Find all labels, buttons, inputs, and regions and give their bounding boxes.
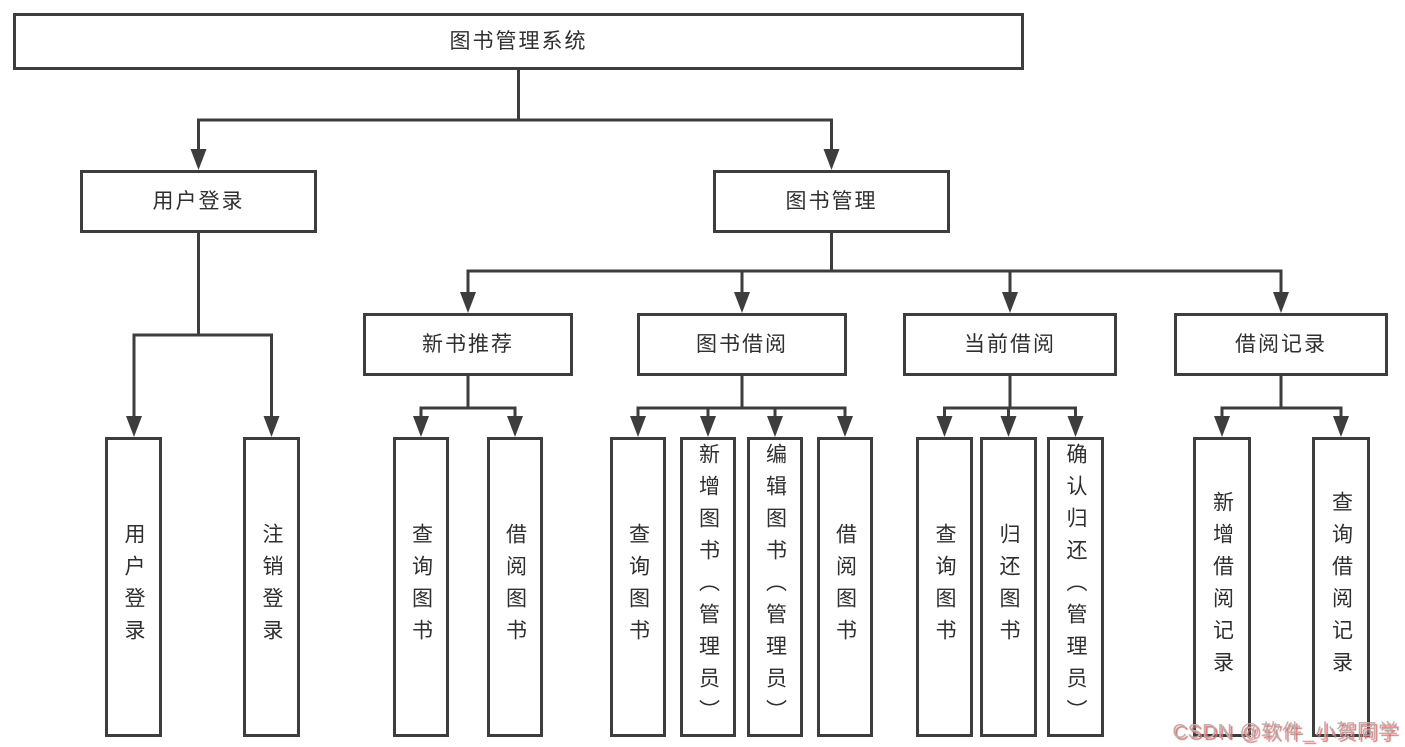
node-new-book-recommend: 新书推荐 <box>363 313 573 376</box>
leaf-borrow-query-book: 查询图书 <box>610 437 666 737</box>
node-book-borrowing: 图书借阅 <box>637 313 847 376</box>
leaf-current-confirm-return-admin: 确认归还（管理员） <box>1047 437 1104 737</box>
node-library-system: 图书管理系统 <box>13 13 1024 70</box>
node-user-login: 用户登录 <box>80 170 317 233</box>
leaf-newrec-borrow-book: 借阅图书 <box>487 437 543 737</box>
leaf-record-add-record: 新增借阅记录 <box>1193 437 1251 737</box>
leaf-newrec-query-book: 查询图书 <box>393 437 449 737</box>
leaf-record-query-record: 查询借阅记录 <box>1312 437 1370 737</box>
leaf-borrow-add-book-admin: 新增图书（管理员） <box>680 437 736 737</box>
leaf-user-login: 用户登录 <box>105 437 162 737</box>
leaf-borrow-edit-book-admin: 编辑图书（管理员） <box>747 437 803 737</box>
leaf-current-query-book: 查询图书 <box>916 437 973 737</box>
csdn-watermark: CSDN @软件_小贺同学 <box>1172 721 1399 743</box>
leaf-borrow-borrow-book: 借阅图书 <box>817 437 873 737</box>
leaf-logout: 注销登录 <box>243 437 300 737</box>
node-current-borrowing: 当前借阅 <box>903 313 1117 376</box>
node-book-management: 图书管理 <box>713 170 950 233</box>
node-borrowing-records: 借阅记录 <box>1174 313 1388 376</box>
leaf-current-return-book: 归还图书 <box>980 437 1037 737</box>
